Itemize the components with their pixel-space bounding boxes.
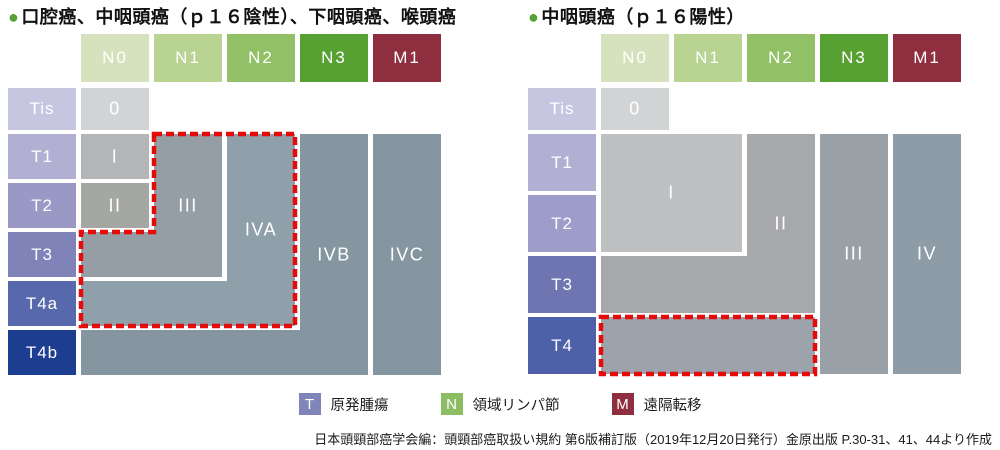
legend-label-t: 原発腫瘍 [330,397,389,414]
row-header-t3: T3 [8,232,76,277]
legend: T 原発腫瘍 N 領域リンパ節 M 遠隔転移 [0,393,1000,415]
chart-title-left-text: 口腔癌、中咽頭癌（ｐ１６陰性）、下咽頭癌、喉頭癌 [21,7,457,27]
stage-region-stage-ivb [300,134,368,375]
stage-region-stage-iii [154,134,222,277]
col-header-m1: M1 [893,34,961,82]
stage-label-stage-i: I [111,146,119,166]
citation: 日本頭頸部癌学会編：頭頸部癌取扱い規約 第6版補訂版（2019年12月20日発行… [314,432,992,447]
stage-label-stage-iii: III [178,195,198,215]
row-header-t4a: T4a [8,281,76,326]
col-header-n3: N3 [300,34,368,82]
col-header-m1: M1 [373,34,441,82]
row-header-t2: T2 [8,183,76,228]
stage-label-stage-ivc: IVC [389,244,425,264]
stage-region-stage-iii [820,134,888,374]
stage-label-stage-iv: IV [916,243,938,264]
stage-region-t4-n0-n2-block [601,317,815,374]
dash-highlight-left [78,131,298,329]
legend-item-n: N 領域リンパ節 [440,393,560,415]
stage-region-stage-i [81,134,149,179]
stage-label-stage-ivb: IVB [317,244,351,264]
stage-region-stage-iii [81,232,222,277]
chart-title-right-text: 中咽頭癌（ｐ１６陽性） [541,7,745,27]
col-header-n3: N3 [820,34,888,82]
col-header-n2: N2 [227,34,295,82]
row-header-t4b: T4b [8,330,76,375]
stage-region-stage-ii [747,134,815,313]
col-header-n1: N1 [154,34,222,82]
stage-region-stage-ivb [81,330,368,375]
chart-title-right: ●中咽頭癌（ｐ１６陽性） [528,3,745,29]
row-header-t1: T1 [8,134,76,179]
legend-label-m: 遠隔転移 [643,397,702,414]
legend-swatch-n: N [440,393,463,415]
stage-region-stage-0 [81,88,149,130]
bullet-icon: ● [528,7,540,27]
col-header-n0: N0 [601,34,669,82]
stage-label-stage-iii: III [844,243,864,264]
stage-label-stage-0: 0 [109,98,121,119]
row-header-t1: T1 [528,134,596,191]
legend-item-t: T 原発腫瘍 [298,393,389,415]
col-header-n1: N1 [674,34,742,82]
stage-region-stage-iv [893,134,961,374]
row-header-t2: T2 [528,195,596,252]
stage-region-stage-0 [601,88,669,130]
stage-label-stage-ii: II [108,195,122,215]
col-header-n2: N2 [747,34,815,82]
stage-label-stage-i: I [668,182,675,203]
bullet-icon: ● [8,7,20,27]
stage-region-stage-ii [601,256,815,313]
stage-region-stage-ivc [373,134,441,375]
legend-label-n: 領域リンパ節 [472,397,560,414]
stage-label-stage-0: 0 [629,98,641,119]
stage-region-stage-i [601,134,742,252]
row-header-tis: Tis [8,88,76,130]
chart-title-left: ●口腔癌、中咽頭癌（ｐ１６陰性）、下咽頭癌、喉頭癌 [8,3,456,29]
stage-label-stage-iva: IVA [244,219,278,240]
stage-region-stage-ii [81,183,149,228]
row-header-t3: T3 [528,256,596,313]
row-header-tis: Tis [528,88,596,130]
stage-region-stage-iva [227,134,295,326]
col-header-n0: N0 [81,34,149,82]
legend-item-m: M 遠隔転移 [611,393,702,415]
stage-label-stage-ii: II [774,213,788,233]
stage-region-stage-iva [81,281,295,326]
legend-swatch-m: M [611,393,634,415]
legend-swatch-t: T [298,393,321,415]
dash-highlight-right [598,314,818,377]
row-header-t4: T4 [528,317,596,374]
